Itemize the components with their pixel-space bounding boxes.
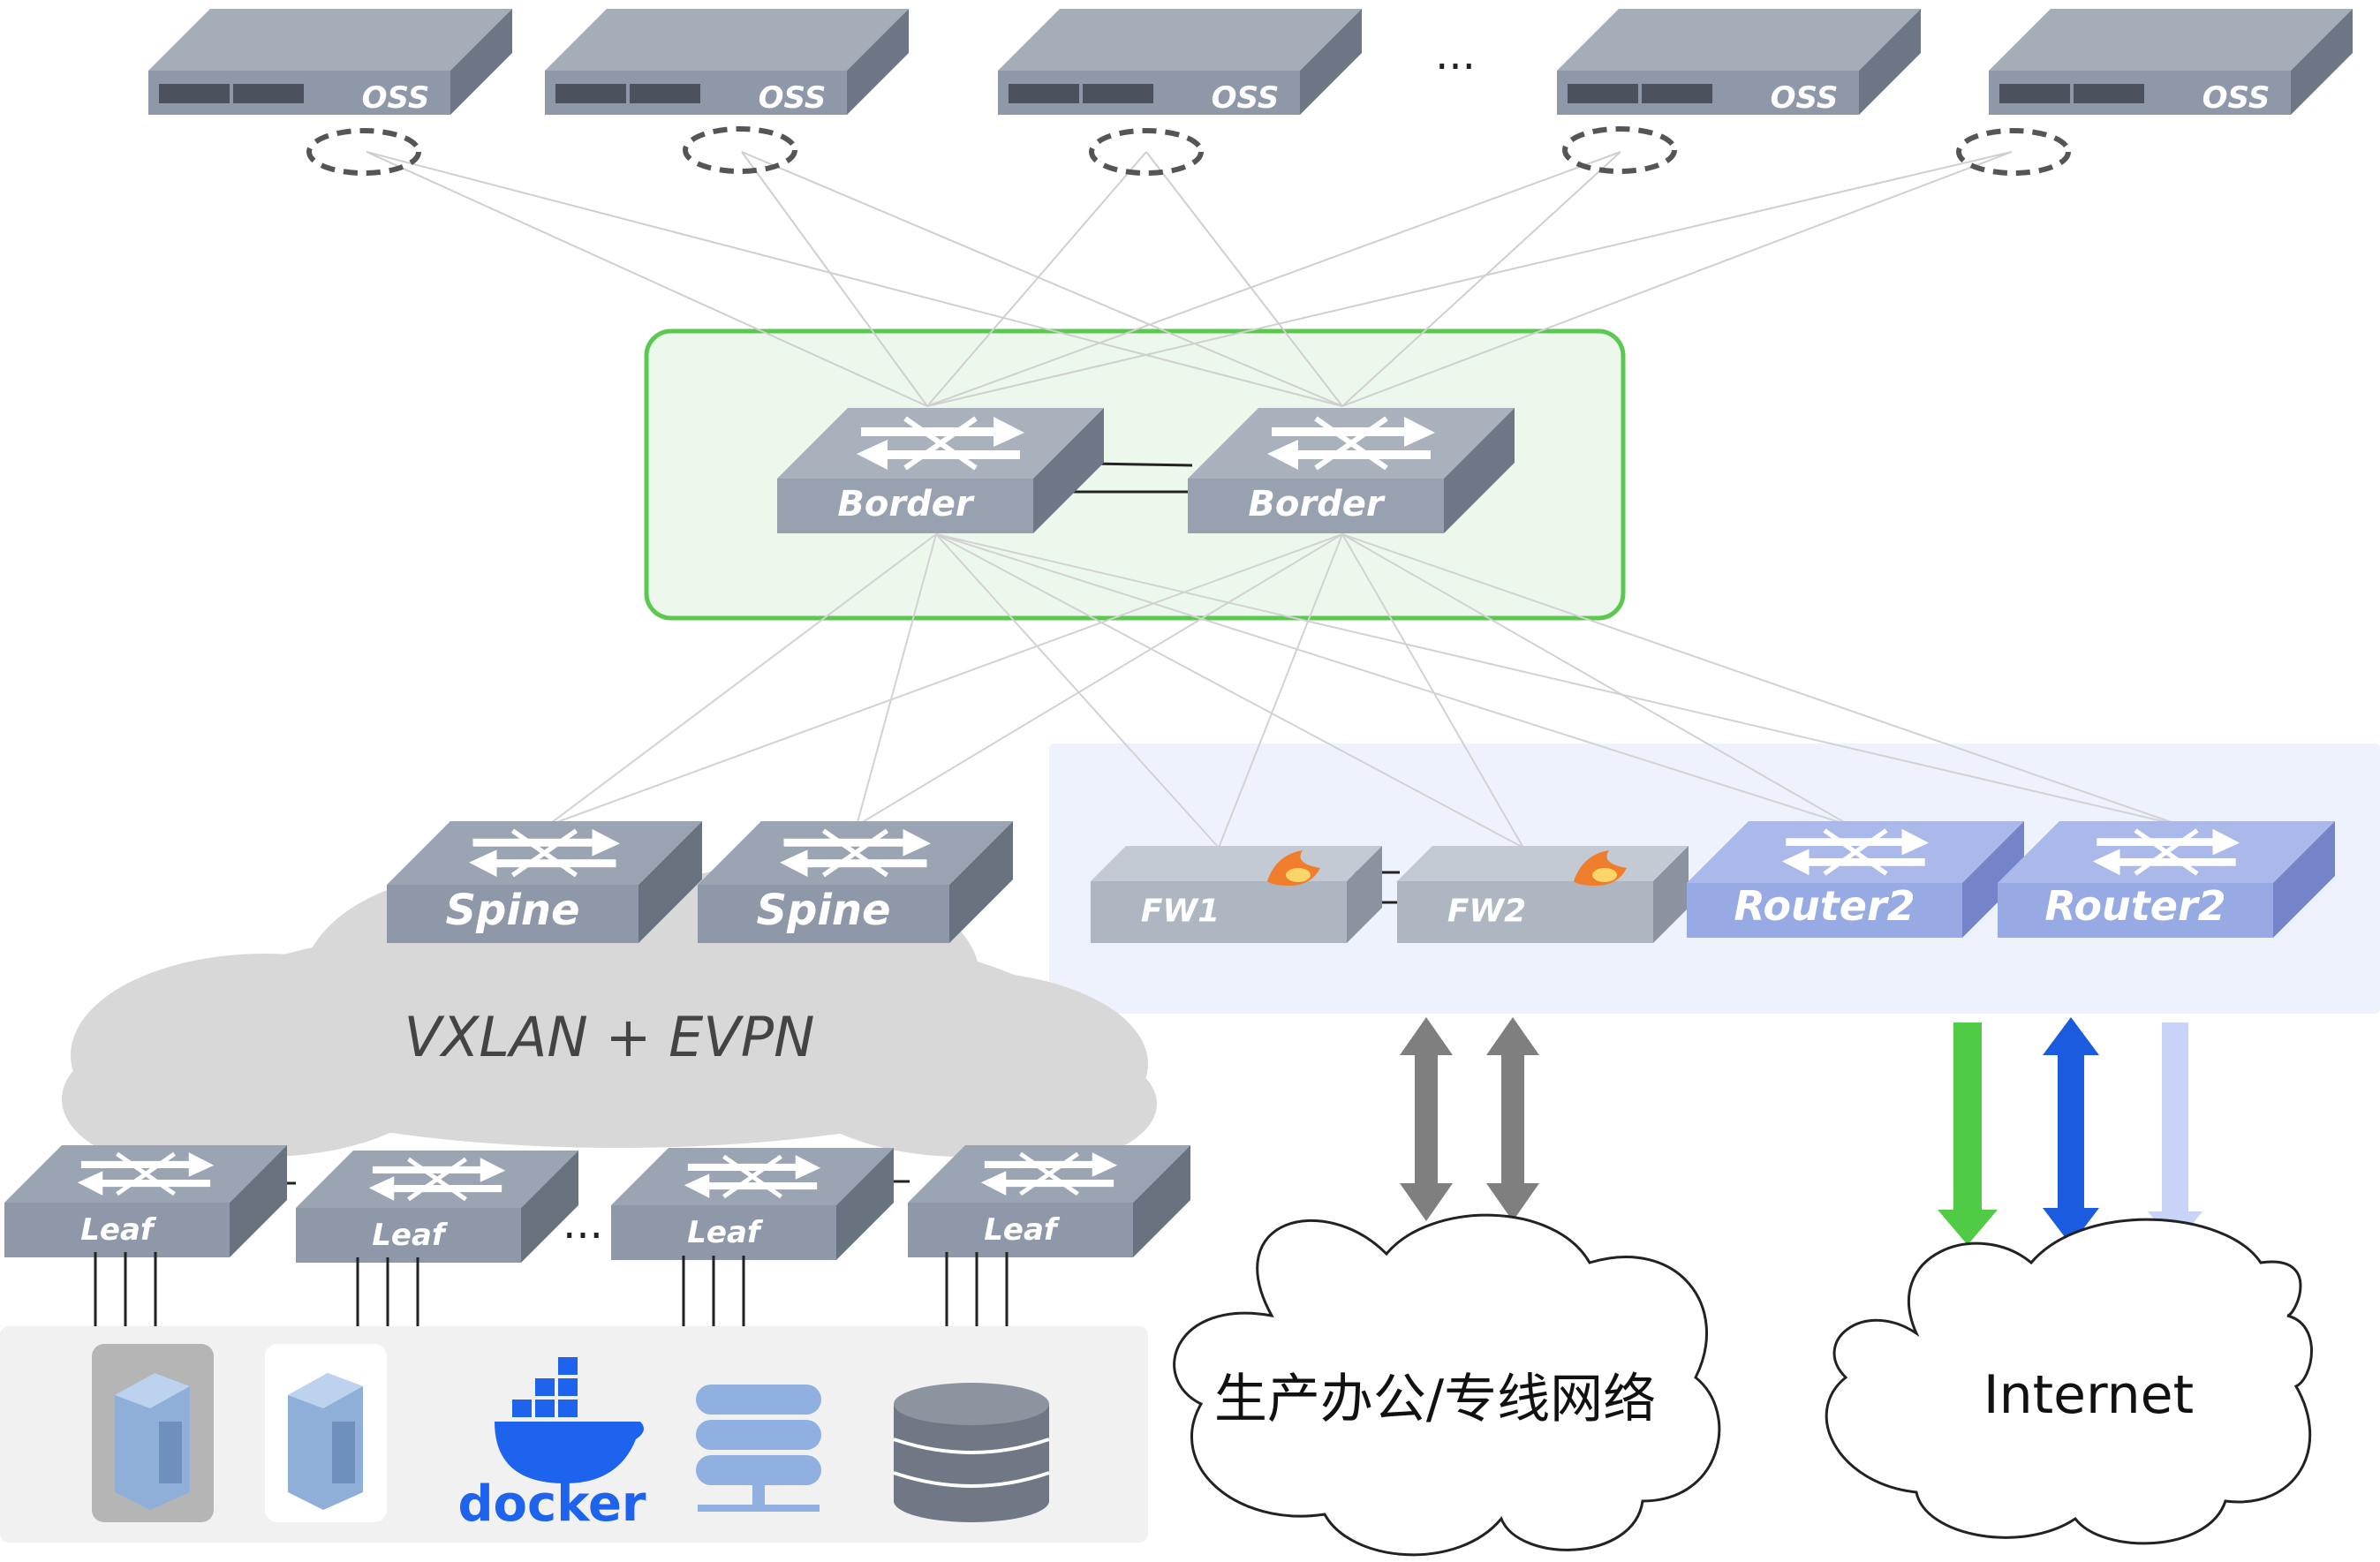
oss-label: OSS — [362, 80, 430, 116]
leaf-switch-label: Leaf — [372, 1218, 449, 1253]
spine-switch: Spine — [698, 821, 1013, 943]
leaf-downlinks — [94, 1252, 1009, 1326]
oss-server: OSS — [998, 9, 1362, 116]
office-cloud — [1173, 1213, 1721, 1557]
oss-server: OSS — [148, 9, 512, 116]
flame-icon — [1574, 850, 1627, 886]
lag-ellipse — [1562, 126, 1677, 174]
arrow-green-down — [1938, 1022, 1998, 1245]
firewall: FW2 — [1397, 846, 1689, 943]
spine-switch-label: Spine — [756, 886, 890, 935]
lag-ellipse — [306, 128, 421, 176]
database-icon — [893, 1383, 1050, 1522]
internet-label: Internet — [1983, 1364, 2194, 1426]
switch-arrows-icon — [2092, 828, 2240, 876]
oss-label: OSS — [1212, 80, 1280, 116]
storage-server-icon — [696, 1385, 821, 1512]
oss-server: OSS — [1557, 9, 1921, 116]
oss-server: OSS — [1989, 9, 2353, 116]
leaf-switch: Leaf — [611, 1148, 894, 1260]
arrow-blue-bidirectional — [2043, 1017, 2099, 1245]
links-border-down — [547, 533, 2182, 849]
border-switch-label: Border — [1248, 484, 1385, 524]
overlay-label: VXLAN + EVPN — [404, 1005, 815, 1069]
firewall-label: FW1 — [1141, 894, 1220, 930]
firewall: FW1 — [1091, 846, 1382, 943]
office-arrows — [1400, 1017, 1539, 1221]
vm-server-icon — [92, 1344, 214, 1522]
lag-ellipse — [1956, 128, 2071, 176]
flame-icon — [1267, 850, 1320, 886]
spine-switches: Spine Spine — [387, 821, 1013, 943]
docker-label: docker — [457, 1475, 646, 1533]
router: Router2 — [1998, 821, 2335, 938]
oss-ellipsis: ... — [1435, 30, 1476, 79]
leaf-switches: Leaf Leaf Leaf Leaf — [4, 1145, 1190, 1263]
border-switches: Border Border — [777, 408, 1515, 533]
office-network-label: 生产办公/专线网络 — [1214, 1369, 1656, 1430]
switch-arrows-icon — [77, 1151, 215, 1196]
leaf-switch-label: Leaf — [984, 1212, 1061, 1248]
physical-server-icon — [265, 1344, 387, 1522]
firewalls: FW1 FW2 — [1091, 846, 1689, 943]
switch-arrows-icon — [1267, 416, 1435, 471]
switch-arrows-icon — [368, 1157, 506, 1202]
oss-label: OSS — [1771, 80, 1839, 116]
oss-server: OSS — [545, 9, 909, 116]
border-switch-label: Border — [837, 484, 974, 524]
arrow-light-down — [2148, 1022, 2202, 1245]
spine-switch-label: Spine — [445, 886, 579, 935]
leaf-switch: Leaf — [4, 1145, 287, 1257]
lag-ellipse — [1089, 128, 1204, 176]
switch-arrows-icon — [684, 1154, 821, 1199]
border-link — [1069, 462, 1193, 494]
oss-label: OSS — [2202, 80, 2270, 116]
oss-label: OSS — [759, 80, 827, 116]
lag-ellipses — [306, 126, 2071, 176]
leaf-switch-label: Leaf — [687, 1215, 764, 1250]
leaf-switch-label: Leaf — [80, 1212, 157, 1248]
switch-arrows-icon — [980, 1151, 1118, 1196]
border-switch: Border — [1188, 408, 1515, 533]
internet-cloud — [1825, 1218, 2313, 1545]
leaf-switch: Leaf — [908, 1145, 1190, 1257]
routers: Router2 Router2 — [1687, 821, 2335, 938]
router-label: Router2 — [2044, 882, 2225, 930]
switch-arrows-icon — [780, 828, 931, 878]
links-oss-border — [366, 151, 2013, 407]
spine-switch: Spine — [387, 821, 702, 943]
leaf-switch: Leaf — [296, 1151, 578, 1263]
router-label: Router2 — [1734, 882, 1915, 930]
firewall-label: FW2 — [1447, 894, 1526, 930]
oss-servers: OSS OSS OSS OSS OSS — [148, 9, 2353, 116]
switch-arrows-icon — [857, 416, 1024, 471]
switch-arrows-icon — [1781, 828, 1930, 876]
router: Router2 — [1687, 821, 2024, 938]
lag-ellipse — [683, 126, 797, 174]
leaf-ellipsis: ... — [563, 1199, 603, 1249]
docker-icon: docker — [457, 1357, 646, 1533]
border-switch: Border — [777, 408, 1104, 533]
switch-arrows-icon — [469, 828, 620, 878]
